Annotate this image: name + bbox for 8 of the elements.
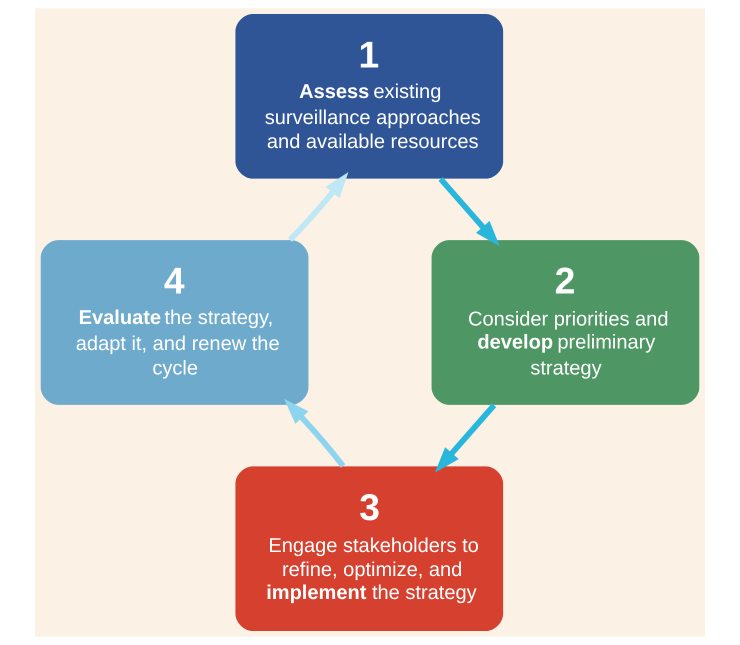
arrow (288, 172, 348, 242)
node-box: 1 Assess existing surveillance approaches and available resources (235, 14, 504, 179)
node-box: 2 Consider priorities and develop preliminary strategy (432, 240, 700, 405)
arrow (438, 177, 500, 246)
arrow (284, 398, 346, 468)
arrow (434, 403, 496, 473)
node-box: 3 Engage stakeholders to refine, optimize, and implement the strategy (235, 466, 504, 632)
node-box: 4 Evaluate the strategy, adapt it, and renew the cycle (40, 240, 308, 405)
